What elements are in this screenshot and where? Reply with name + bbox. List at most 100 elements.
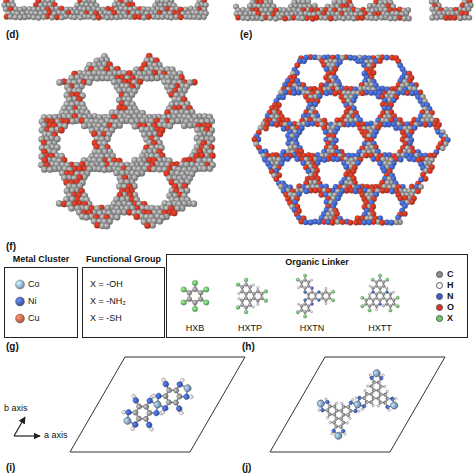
atom-sphere <box>256 299 259 302</box>
atom-sphere <box>86 14 92 20</box>
atom-sphere <box>351 16 357 22</box>
atom-sphere <box>331 299 334 302</box>
atom-sphere <box>257 286 260 289</box>
atom-sphere <box>59 15 65 21</box>
atom-sphere <box>252 284 255 287</box>
atom-sphere <box>304 298 307 301</box>
atom-sphere <box>304 286 307 289</box>
atom-sphere <box>310 279 312 281</box>
atom-sphere <box>341 16 347 22</box>
atom-sphere <box>204 300 209 305</box>
atom-sphere <box>384 55 390 61</box>
atom-sphere <box>307 296 310 299</box>
atom-sphere <box>187 297 192 302</box>
atom-sphere <box>300 15 306 21</box>
atom-sphere <box>389 189 395 195</box>
atom-sphere <box>240 290 243 293</box>
atom-sphere <box>281 126 287 132</box>
atom-sphere <box>204 287 209 292</box>
atom-sphere <box>256 290 259 293</box>
atom-sphere <box>178 15 184 21</box>
atom-sphere <box>300 284 303 287</box>
atom-sphere <box>328 296 331 299</box>
atom-sphere <box>316 219 322 225</box>
atom-sphere <box>307 308 310 311</box>
atom-sphere <box>300 280 303 283</box>
atom-sphere <box>240 303 243 306</box>
atom-sphere <box>104 15 110 21</box>
atom-sphere <box>167 123 173 129</box>
atom-sphere <box>250 15 256 21</box>
atom-sphere <box>181 123 187 129</box>
atom-sphere <box>304 310 307 313</box>
atom-sphere <box>72 14 78 20</box>
atom-sphere <box>295 156 301 162</box>
linker-molecule <box>296 274 335 318</box>
atom-sphere <box>304 302 307 305</box>
atom-sphere <box>81 123 87 129</box>
atom-sphere <box>335 196 341 202</box>
atom-sphere <box>31 14 37 20</box>
atom-sphere <box>104 223 110 229</box>
atom-sphere <box>317 290 320 293</box>
atom-sphere <box>310 16 316 22</box>
atom-sphere <box>69 118 75 124</box>
atom-sphere <box>353 220 359 226</box>
atom-sphere <box>310 298 313 301</box>
atom-sphere <box>198 297 203 302</box>
atom-sphere <box>114 14 120 20</box>
atom-sphere <box>238 297 241 300</box>
atom-sphere <box>328 16 334 22</box>
atom-sphere <box>379 15 385 21</box>
atom-sphere <box>393 125 399 131</box>
atom-sphere <box>248 285 251 288</box>
atom-sphere <box>423 122 429 128</box>
atom-sphere <box>236 306 240 310</box>
atom-sphere <box>201 165 207 171</box>
atom-sphere <box>17 15 23 21</box>
atom-sphere <box>314 292 317 295</box>
atom-sphere <box>321 292 324 295</box>
atom-sphere <box>264 289 268 293</box>
atom-sphere <box>49 15 55 21</box>
partial-framework <box>233 0 411 21</box>
framework-e <box>252 54 451 225</box>
atom-sphere <box>377 58 383 64</box>
atom-sphere <box>101 166 107 172</box>
atom-sphere <box>458 15 464 21</box>
atom-sphere <box>307 280 310 283</box>
atom-sphere <box>132 123 138 129</box>
atom-sphere <box>248 303 251 306</box>
atom-sphere <box>47 166 53 172</box>
atom-sphere <box>308 220 314 226</box>
atom-sphere <box>427 168 433 174</box>
atom-sphere <box>263 126 269 132</box>
atom-sphere <box>440 145 446 151</box>
atom-sphere <box>303 315 306 318</box>
atom-sphere <box>198 290 203 295</box>
atom-sphere <box>187 290 192 295</box>
atom-sphere <box>380 220 386 226</box>
atom-sphere <box>297 287 299 289</box>
atom-sphere <box>244 278 248 282</box>
atom-sphere <box>402 211 408 217</box>
atom-sphere <box>402 16 408 22</box>
atom-sphere <box>236 283 240 287</box>
atom-sphere <box>330 220 336 226</box>
atom-sphere <box>296 311 299 314</box>
atom-sphere <box>310 311 312 313</box>
atom-sphere <box>171 210 177 216</box>
atom-sphere <box>94 75 100 81</box>
atom-sphere <box>192 280 197 285</box>
atom-sphere <box>335 219 341 225</box>
atom-sphere <box>369 90 375 96</box>
atom-sphere <box>41 166 47 172</box>
atom-sphere <box>297 303 299 305</box>
atom-sphere <box>324 90 330 96</box>
atom-sphere <box>314 296 317 299</box>
atom-sphere <box>307 284 310 287</box>
atom-sphere <box>192 306 197 311</box>
atom-sphere <box>252 292 255 295</box>
